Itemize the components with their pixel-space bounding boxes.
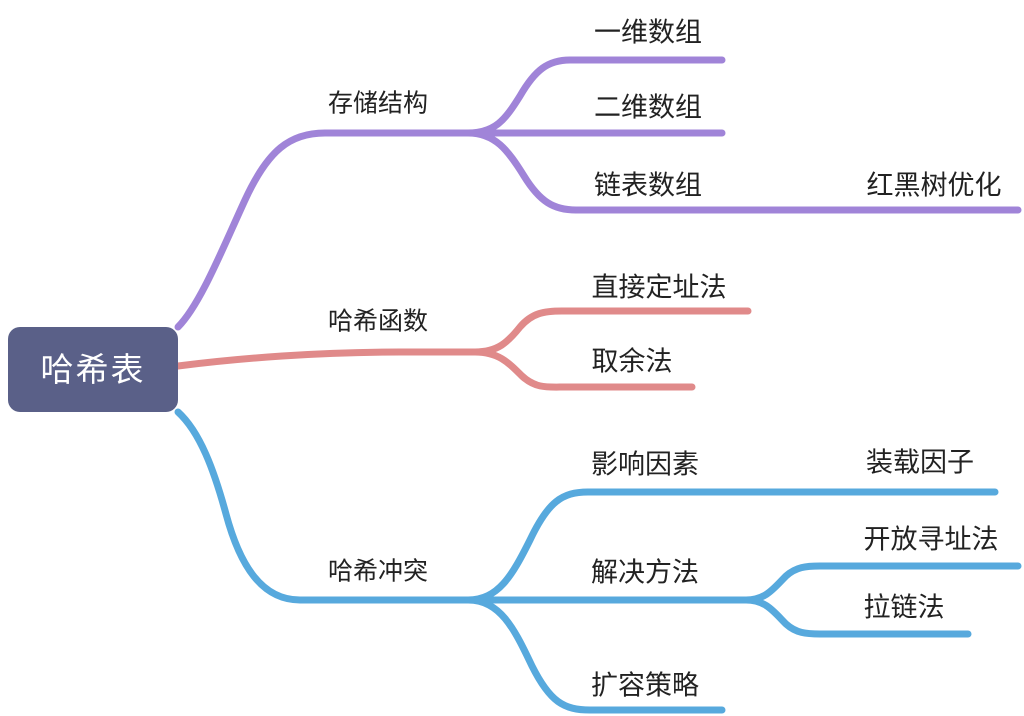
node-label-solutions[interactable]: 解决方法 [591, 557, 699, 588]
line-root-to-hash-function [174, 348, 482, 370]
node-label-chaining[interactable]: 拉链法 [863, 592, 945, 623]
node-label-array-1d[interactable]: 一维数组 [594, 17, 702, 48]
root-node[interactable]: 哈希表 [8, 327, 178, 412]
root-node-label: 哈希表 [40, 351, 146, 388]
node-label-hash-collision[interactable]: 哈希冲突 [327, 557, 429, 586]
node-label-rbtree[interactable]: 红黑树优化 [866, 170, 1002, 201]
node-label-resize-strategy[interactable]: 扩容策略 [591, 670, 699, 701]
line-root-to-storage [174, 129, 474, 331]
node-label-direct-address[interactable]: 直接定址法 [591, 272, 727, 303]
node-label-linked-array[interactable]: 链表数组 [594, 170, 702, 201]
node-label-open-addressing[interactable]: 开放寻址法 [863, 524, 999, 555]
node-label-array-2d[interactable]: 二维数组 [594, 92, 702, 123]
node-label-factors[interactable]: 影响因素 [591, 449, 699, 480]
node-label-modulo[interactable]: 取余法 [591, 346, 673, 377]
node-label-load-factor[interactable]: 装载因子 [866, 447, 974, 478]
node-label-hash-function[interactable]: 哈希函数 [327, 307, 429, 336]
node-label-storage[interactable]: 存储结构 [327, 89, 429, 118]
